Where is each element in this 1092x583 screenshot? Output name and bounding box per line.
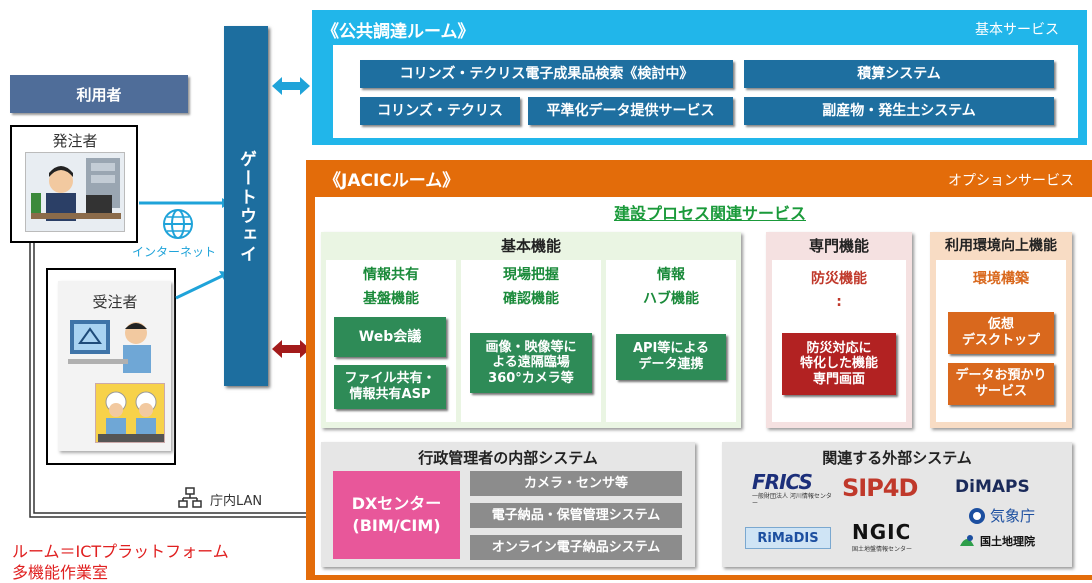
external-systems-header: 関連する外部システム — [822, 448, 972, 467]
remote-inspection-line1: 画像・映像等に — [485, 339, 577, 355]
site-check-title-2: 確認機能 — [503, 291, 559, 307]
jma-icon — [969, 507, 985, 524]
info-hub-title-1: 情報 — [657, 267, 685, 283]
rimadis-logo: RiMaDIS — [745, 527, 831, 549]
virtual-desktop-line1: 仮想 — [987, 317, 1014, 333]
gateway-label: ゲートウェイ — [236, 150, 256, 264]
public-item-corins[interactable]: コリンズ・テクリス — [360, 97, 520, 125]
special-functions-header: 専門機能 — [808, 236, 869, 255]
sip4d-logo: SIP4D — [842, 474, 918, 502]
jacic-room-service-type: オプションサービス — [948, 173, 1074, 189]
env-build-title: 環境構築 — [973, 271, 1029, 287]
info-share-title-2: 基盤機能 — [363, 291, 419, 307]
public-item-byproduct[interactable]: 副産物・発生土システム — [744, 97, 1054, 125]
orderer-label: 発注者 — [52, 131, 98, 150]
remote-inspection-line2: よる遠隔臨場 — [492, 355, 570, 371]
process-title: 建設プロセス関連サービス — [613, 204, 806, 223]
footer-line1: ルーム＝ICTプラットフォーム — [12, 542, 229, 561]
admin-item-storage[interactable]: 電子納品・保管管理システム — [470, 503, 682, 528]
footer-line2: 多機能作業室 — [12, 563, 109, 582]
data-storage-line1: データお預かり — [955, 368, 1047, 384]
ngic-logo-text: NGIC — [852, 520, 912, 544]
virtual-desktop-button[interactable]: 仮想 デスクトップ — [948, 312, 1054, 354]
frics-logo-sub: 一般財団法人 河川情報センター — [752, 493, 832, 507]
disaster-line1: 防災対応に — [806, 340, 872, 356]
dimaps-logo: DiMAPS — [955, 477, 1030, 497]
api-data-link-button[interactable]: API等による データ連携 — [616, 334, 726, 380]
disaster-screen-button[interactable]: 防災対応に 特化した機能 専門画面 — [782, 333, 896, 395]
gsi-logo-text: 国土地理院 — [980, 535, 1035, 548]
web-meeting-button[interactable]: Web会議 — [334, 317, 446, 357]
contractor-label: 受注者 — [92, 292, 138, 311]
admin-item-online-delivery[interactable]: オンライン電子納品システム — [470, 535, 682, 560]
frics-logo-text: FRICS — [752, 470, 813, 494]
orderer-illustration — [25, 152, 125, 232]
dx-center-line1: DXセンター — [351, 494, 442, 514]
public-room-service-type: 基本サービス — [975, 22, 1059, 38]
basic-functions-header: 基本機能 — [500, 236, 561, 255]
admin-item-camera[interactable]: カメラ・センサ等 — [470, 471, 682, 496]
workers-illustration — [95, 383, 165, 443]
globe-icon — [162, 208, 194, 240]
frics-logo: FRICS 一般財団法人 河川情報センター — [752, 470, 832, 518]
gateway-arrows — [272, 77, 310, 358]
site-check-title-1: 現場把握 — [503, 267, 559, 283]
info-hub-title-2: ハブ機能 — [643, 291, 699, 307]
file-share-line2: 情報共有ASP — [349, 387, 431, 402]
network-icon — [178, 487, 202, 509]
contractor-illustration — [68, 315, 163, 375]
disaster-line3: 専門画面 — [812, 371, 865, 387]
users-header: 利用者 — [10, 75, 188, 113]
public-room-title: 《公共調達ルーム》 — [322, 22, 475, 42]
gsi-icon — [960, 535, 974, 546]
admin-systems-header: 行政管理者の内部システム — [418, 448, 598, 467]
jacic-room-title: 《JACICルーム》 — [324, 171, 460, 191]
gateway-bar — [224, 26, 268, 386]
gsi-logo: 国土地理院 — [958, 532, 1035, 550]
lan-label: 庁内LAN — [210, 494, 263, 509]
data-storage-line2: サービス — [974, 384, 1027, 399]
api-line1: API等による — [632, 341, 710, 357]
jma-logo: 気象庁 — [968, 505, 1035, 526]
file-share-line1: ファイル共有・ — [344, 371, 436, 387]
public-item-estimate[interactable]: 積算システム — [744, 60, 1054, 88]
public-item-standard-data[interactable]: 平準化データ提供サービス — [528, 97, 733, 125]
api-line2: データ連携 — [638, 357, 704, 372]
remote-inspection-button[interactable]: 画像・映像等に よる遠隔臨場 360°カメラ等 — [470, 333, 592, 393]
ngic-logo: NGIC 国土地盤情報センター — [852, 520, 942, 553]
disaster-function-title: 防災機能 — [811, 271, 867, 287]
file-share-button[interactable]: ファイル共有・ 情報共有ASP — [334, 365, 446, 409]
info-share-title-1: 情報共有 — [363, 267, 419, 283]
dx-center-box[interactable]: DXセンター (BIM/CIM) — [333, 471, 460, 559]
disaster-line2: 特化した機能 — [799, 356, 878, 372]
jma-logo-text: 気象庁 — [990, 507, 1036, 525]
env-functions-header: 利用環境向上機能 — [945, 238, 1057, 254]
data-storage-button[interactable]: データお預かり サービス — [948, 363, 1054, 405]
disaster-colon: : — [836, 294, 842, 310]
virtual-desktop-line2: デスクトップ — [961, 333, 1040, 348]
public-item-search[interactable]: コリンズ・テクリス電子成果品検索《検討中》 — [360, 60, 733, 88]
dx-center-line2: (BIM/CIM) — [352, 516, 441, 535]
internet-label: インターネット — [132, 245, 217, 259]
remote-inspection-line3: 360°カメラ等 — [488, 370, 574, 386]
ngic-logo-sub: 国土地盤情報センター — [852, 546, 913, 553]
